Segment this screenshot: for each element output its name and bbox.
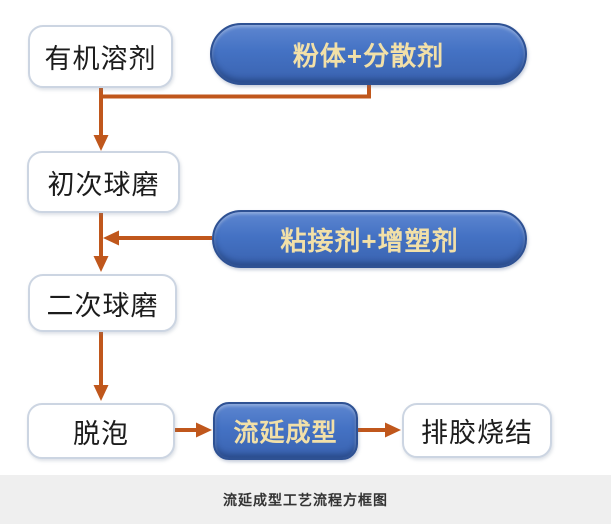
node-defoaming: 脱泡 [27, 403, 175, 459]
caption-text: 流延成型工艺流程方框图 [223, 491, 388, 508]
edge-tape-casting-to-debinding [358, 422, 401, 438]
node-first-ball-milling: 初次球磨 [27, 151, 180, 213]
edge-binder-plasticizer-to-line [103, 230, 212, 246]
node-second-ball-milling: 二次球磨 [28, 274, 177, 332]
edge-second-ball-milling-to-defoaming [93, 332, 109, 401]
node-tape-casting: 流延成型 [213, 402, 358, 460]
node-debinding-sintering: 排胶烧结 [402, 403, 552, 458]
edge-defoaming-to-tape-casting [175, 422, 212, 438]
node-organic-solvent: 有机溶剂 [28, 25, 173, 88]
node-powder-dispersant: 粉体+分散剂 [210, 23, 527, 85]
edge-first-to-second-ball-milling [93, 213, 109, 272]
edge-powder-dispersant-branch [101, 84, 371, 99]
caption-bar: 流延成型工艺流程方框图 [0, 475, 611, 524]
node-binder-plasticizer: 粘接剂+增塑剂 [212, 210, 527, 268]
